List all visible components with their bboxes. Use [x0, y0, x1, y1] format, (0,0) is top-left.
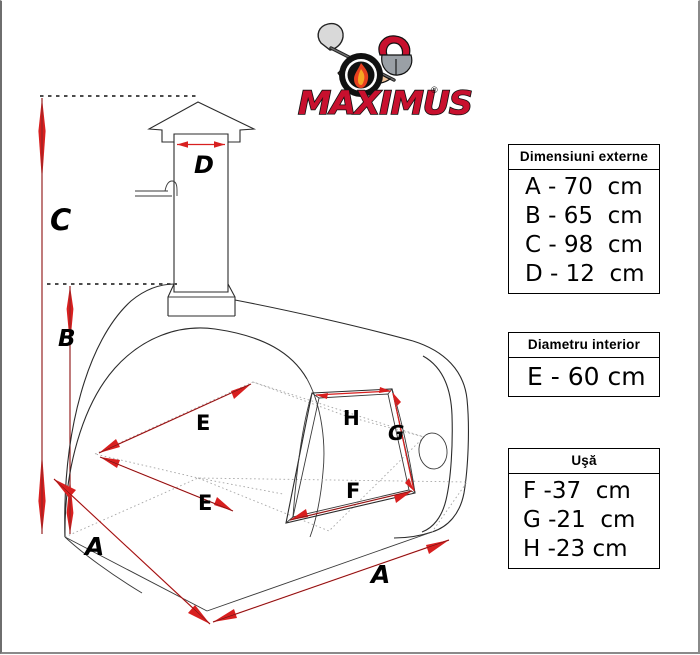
chimney-stack	[167, 142, 236, 317]
table-diametru-interior: Diametru interior E - 60 cm	[508, 332, 660, 398]
dim-label-f: F	[346, 479, 361, 503]
logo-emblem	[317, 22, 413, 97]
damper-handle	[135, 180, 178, 197]
registered-mark: ®	[431, 85, 438, 95]
table-row: B - 65 cm	[525, 202, 643, 229]
table-row: D - 12 cm	[525, 260, 645, 287]
dim-label-b: B	[58, 326, 76, 352]
table-row: A - 70 cm	[525, 174, 643, 200]
table-header-diametru-interior: Diametru interior	[509, 333, 659, 358]
table-body-diametru-interior: E - 60 cm	[509, 358, 659, 396]
dim-label-a-left: A	[85, 532, 105, 561]
dimension-line-h	[315, 387, 392, 399]
dim-label-g: G	[388, 421, 405, 445]
table-row: H -23 cm	[523, 535, 628, 562]
table-row: G -21 cm	[523, 506, 636, 533]
dimension-line-a-left	[53, 478, 211, 625]
flame-roundel-icon	[339, 53, 383, 97]
table-body-dimensiuni-externe: A - 70 cm B - 65 cm C - 98 cm D - 12 cm	[509, 170, 659, 293]
table-row: E - 60 cm	[527, 362, 646, 391]
dimension-line-e-top	[98, 383, 252, 454]
dim-label-h: H	[343, 406, 360, 430]
dimension-line-e-bottom	[99, 456, 234, 512]
dimension-line-a-right	[212, 539, 450, 623]
thermometer-dial	[418, 432, 448, 470]
dimension-line-d	[177, 141, 225, 148]
logo-wordmark: MAXIMUS	[297, 84, 473, 122]
table-dimensiuni-externe: Dimensiuni externe A - 70 cm B - 65 cm C…	[508, 144, 660, 294]
table-body-usa: F -37 cm G -21 cm H -23 cm	[509, 474, 659, 568]
maximus-logo: MAXIMUS ®	[297, 19, 474, 124]
table-header-usa: Uşă	[509, 449, 659, 474]
dimension-line-f	[289, 490, 413, 521]
table-header-dimensiuni-externe: Dimensiuni externe	[509, 145, 659, 170]
dim-label-a-right: A	[371, 560, 391, 589]
dim-label-e-bottom: E	[198, 491, 213, 515]
hearth-outline	[93, 381, 425, 532]
dim-label-c: C	[50, 203, 72, 237]
chimney-cap	[147, 101, 257, 143]
oven-dome	[64, 283, 469, 612]
dim-label-d: D	[194, 151, 214, 179]
dimension-line-g	[392, 392, 415, 492]
table-row: F -37 cm	[523, 478, 631, 504]
dim-label-e-top: E	[196, 411, 211, 435]
table-row: C - 98 cm	[525, 231, 643, 258]
table-usa: Uşă F -37 cm G -21 cm H -23 cm	[508, 448, 660, 569]
dimension-line-c	[38, 98, 46, 534]
roman-helmet-icon	[378, 35, 413, 76]
